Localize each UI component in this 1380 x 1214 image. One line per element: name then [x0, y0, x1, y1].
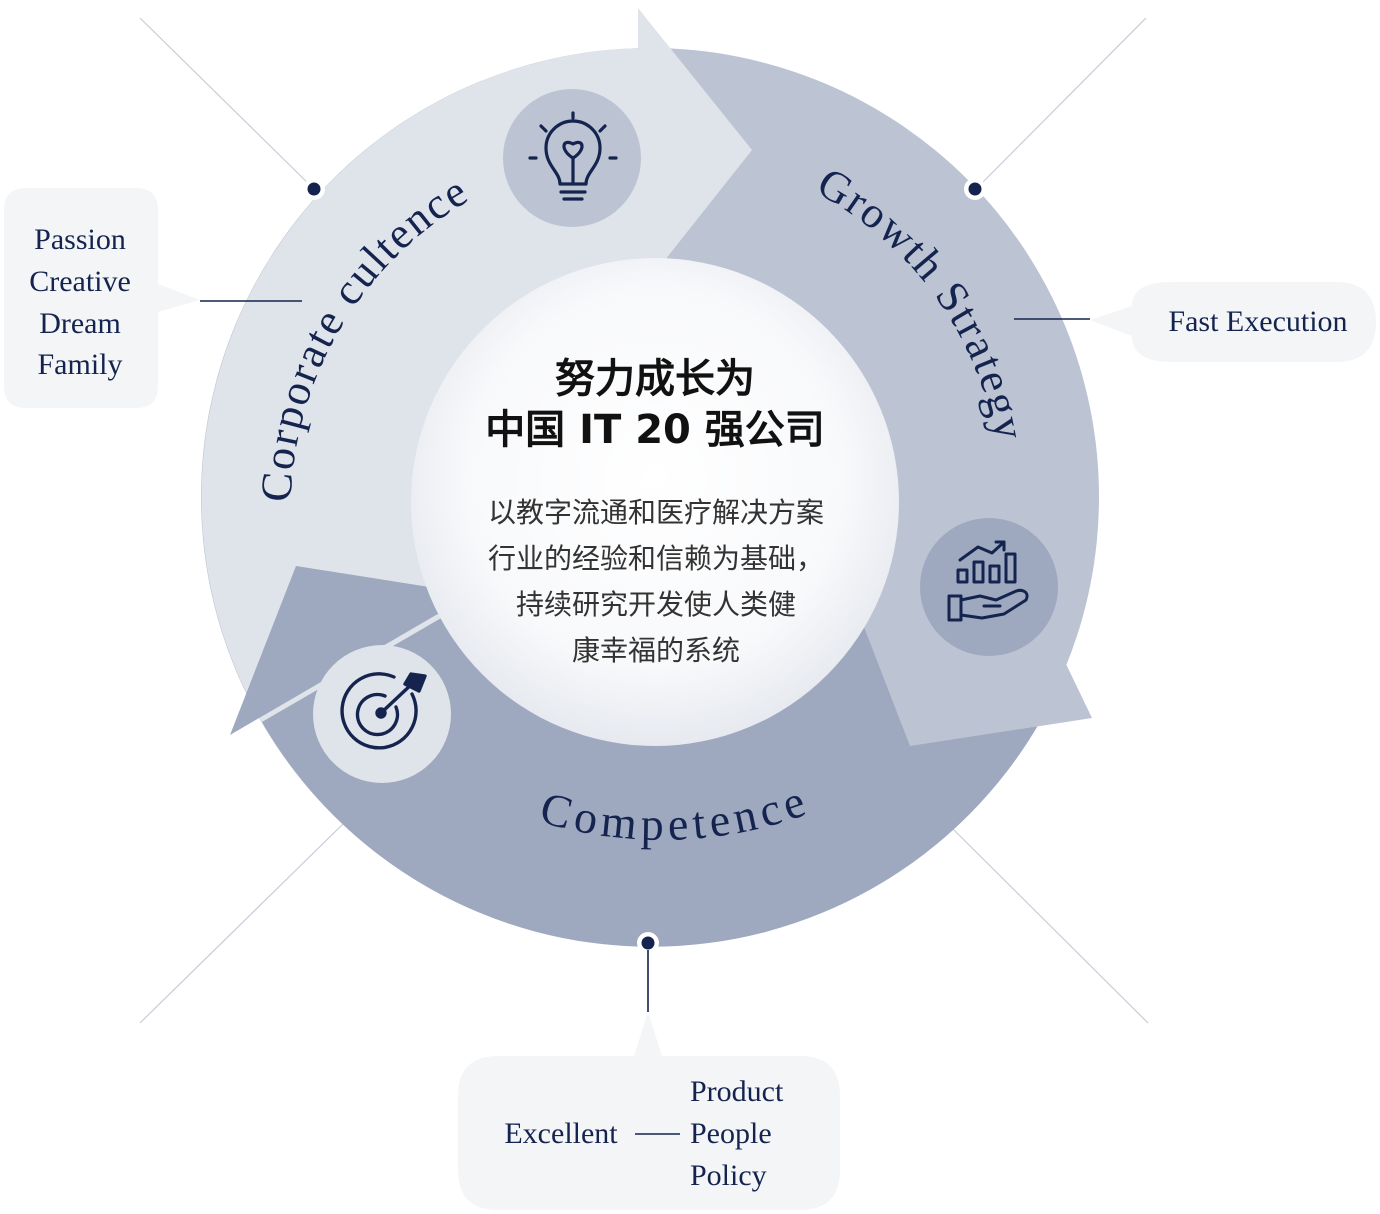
lightbulb-icon: [528, 111, 618, 201]
left-callout-line: Passion: [34, 223, 126, 256]
growth-chart-hand-icon: [947, 540, 1029, 622]
target-arrow-icon: [340, 672, 427, 750]
guide-line-top-left: [139, 17, 316, 191]
left-callout-line: Dream: [39, 307, 121, 340]
left-callout-line: Creative: [29, 265, 131, 298]
ring-markers: [303, 178, 986, 1012]
bottom-callout-item: Policy: [690, 1159, 767, 1192]
corporate-arrow-head: [638, 8, 752, 294]
bottom-callout-item: People: [690, 1117, 772, 1150]
target-badge: [313, 645, 451, 783]
left-callout: Passion Creative Dream Family: [4, 188, 302, 408]
center-body-line: 以教字流通和医疗解决方案: [488, 496, 824, 529]
bottom-callout: Excellent Product People Policy: [458, 1012, 840, 1210]
center-body-line: 持续研究开发使人类健: [516, 588, 796, 621]
bottom-callout-main: Excellent: [504, 1117, 618, 1150]
center-title-line1: 努力成长为: [555, 356, 755, 402]
growth-badge: [920, 518, 1058, 656]
lightbulb-badge: [503, 89, 641, 227]
right-callout: Fast Execution: [1014, 282, 1376, 362]
guide-lines: [139, 17, 1149, 1024]
guide-line-bottom-left: [139, 821, 346, 1024]
center-body-line: 行业的经验和信赖为基础，: [488, 542, 824, 575]
bottom-callout-item: Product: [690, 1075, 784, 1108]
center-body-line: 康幸福的系统: [572, 634, 740, 667]
competence-arrow-head: [230, 566, 480, 735]
right-callout-text: Fast Execution: [1168, 305, 1347, 338]
guide-line-top-right: [974, 17, 1147, 191]
center-title-line2: 中国 IT 20 强公司: [485, 407, 825, 453]
center-disc: [411, 258, 899, 746]
guide-line-bottom-right: [951, 827, 1149, 1024]
left-callout-line: Family: [37, 348, 122, 381]
